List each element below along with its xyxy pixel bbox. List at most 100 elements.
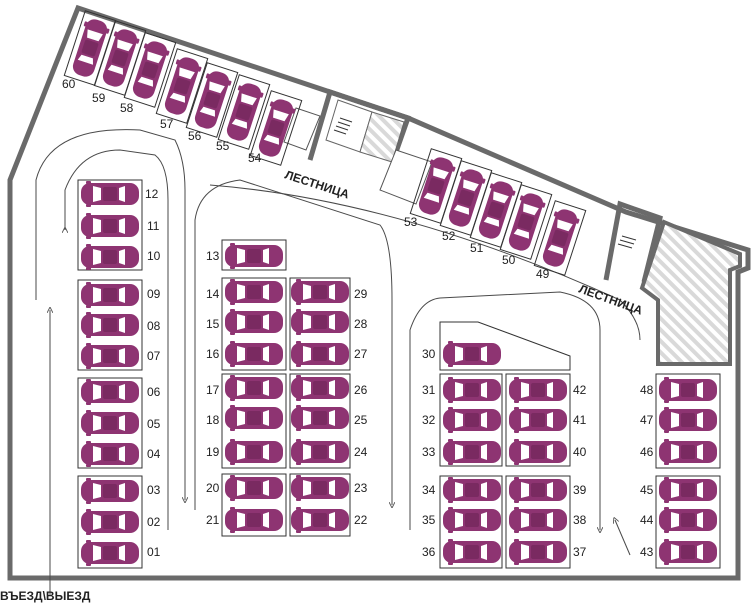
spot-number: 02: [147, 515, 161, 529]
spot-number: 05: [147, 417, 161, 431]
entrance-exit-label: ВЪЕЗД\ВЫЕЗД: [0, 589, 91, 603]
parking-spot-60: 60: [62, 10, 117, 91]
parking-spot-04: 04: [81, 441, 161, 467]
spot-number: 26: [354, 383, 368, 397]
parking-spots: 0102030405060708091011121314151617181920…: [62, 10, 717, 566]
spot-number: 01: [147, 545, 161, 559]
car-icon: [225, 475, 283, 501]
building-walls: [7, 4, 751, 581]
car-icon: [443, 407, 501, 433]
parking-spot-10: 10: [81, 244, 161, 270]
spot-number: 19: [206, 445, 220, 459]
parking-spot-49: 49: [533, 200, 587, 281]
car-icon: [659, 407, 717, 433]
car-icon: [291, 341, 349, 367]
spot-number: 25: [354, 413, 368, 427]
spot-number: 55: [216, 139, 230, 153]
spot-number: 48: [640, 383, 654, 397]
car-icon: [81, 282, 139, 308]
car-icon: [509, 439, 567, 465]
car-icon: [443, 477, 501, 503]
car-icon: [225, 375, 283, 401]
spot-number: 42: [573, 383, 587, 397]
spot-number: 07: [147, 349, 161, 363]
car-icon: [291, 507, 349, 533]
spot-number: 11: [147, 219, 160, 233]
spot-number: 53: [404, 215, 418, 229]
parking-spot-18: 18: [206, 405, 283, 431]
utility-rooms: [283, 107, 433, 205]
spot-number: 32: [422, 413, 436, 427]
parking-spot-29: 29: [291, 279, 368, 305]
spot-number: 03: [147, 483, 161, 497]
spot-number: 13: [206, 249, 220, 263]
spot-number: 57: [160, 117, 174, 131]
parking-spot-54: 54: [248, 90, 303, 166]
stairs-right-label: ЛЕСТНИЦА: [577, 282, 645, 318]
spot-number: 58: [120, 101, 134, 115]
parking-spot-55: 55: [216, 74, 271, 153]
parking-spot-25: 25: [291, 405, 368, 431]
parking-spot-48: 48: [640, 377, 717, 403]
car-icon: [474, 178, 518, 242]
spot-number: 54: [248, 151, 262, 165]
car-icon: [291, 439, 349, 465]
car-icon: [128, 38, 172, 102]
car-icon: [81, 379, 139, 405]
spot-number: 08: [147, 319, 161, 333]
car-icon: [225, 507, 283, 533]
car-icon: [509, 477, 567, 503]
car-icon: [443, 539, 501, 565]
parking-spot-33: 33: [422, 439, 501, 465]
parking-spot-08: 08: [81, 312, 161, 338]
car-icon: [509, 507, 567, 533]
spot-number: 50: [502, 253, 516, 267]
car-icon: [225, 243, 283, 269]
parking-spot-24: 24: [291, 439, 368, 465]
car-icon: [81, 540, 139, 566]
car-icon: [659, 439, 717, 465]
car-icon: [659, 477, 717, 503]
car-icon: [443, 439, 501, 465]
car-icon: [225, 309, 283, 335]
parking-spot-30: 30: [422, 341, 501, 367]
spot-number: 43: [640, 545, 654, 559]
hatched-zone: [639, 219, 742, 366]
car-icon: [81, 244, 139, 270]
car-icon: [225, 279, 283, 305]
parking-spot-05: 05: [81, 410, 161, 436]
spot-number: 09: [147, 287, 161, 301]
spot-number: 34: [422, 483, 436, 497]
parking-spot-46: 46: [640, 439, 717, 465]
spot-number: 29: [354, 287, 368, 301]
parking-spot-14: 14: [206, 279, 283, 305]
spot-number: 31: [422, 383, 436, 397]
spot-number: 30: [422, 347, 436, 361]
spot-number: 15: [206, 317, 220, 331]
spot-number: 23: [354, 481, 368, 495]
parking-spot-38: 38: [509, 507, 587, 533]
car-icon: [225, 439, 283, 465]
car-icon: [443, 377, 501, 403]
parking-spot-26: 26: [291, 375, 368, 401]
parking-spot-06: 06: [81, 379, 161, 405]
spot-number: 44: [640, 513, 654, 527]
car-icon: [291, 309, 349, 335]
car-icon: [509, 407, 567, 433]
driving-lanes: [35, 129, 641, 595]
spot-number: 18: [206, 413, 220, 427]
spot-number: 40: [573, 445, 587, 459]
parking-spot-41: 41: [509, 407, 587, 433]
spot-number: 10: [147, 249, 161, 263]
parking-spot-01: 01: [81, 540, 161, 566]
car-icon: [160, 54, 204, 118]
car-icon: [443, 341, 501, 367]
spot-number: 33: [422, 445, 436, 459]
parking-spot-37: 37: [509, 539, 587, 565]
car-icon: [81, 410, 139, 436]
car-icon: [509, 377, 567, 403]
parking-spot-42: 42: [509, 377, 587, 403]
car-icon: [81, 478, 139, 504]
stairs-left-label: ЛЕСТНИЦА: [283, 168, 351, 202]
